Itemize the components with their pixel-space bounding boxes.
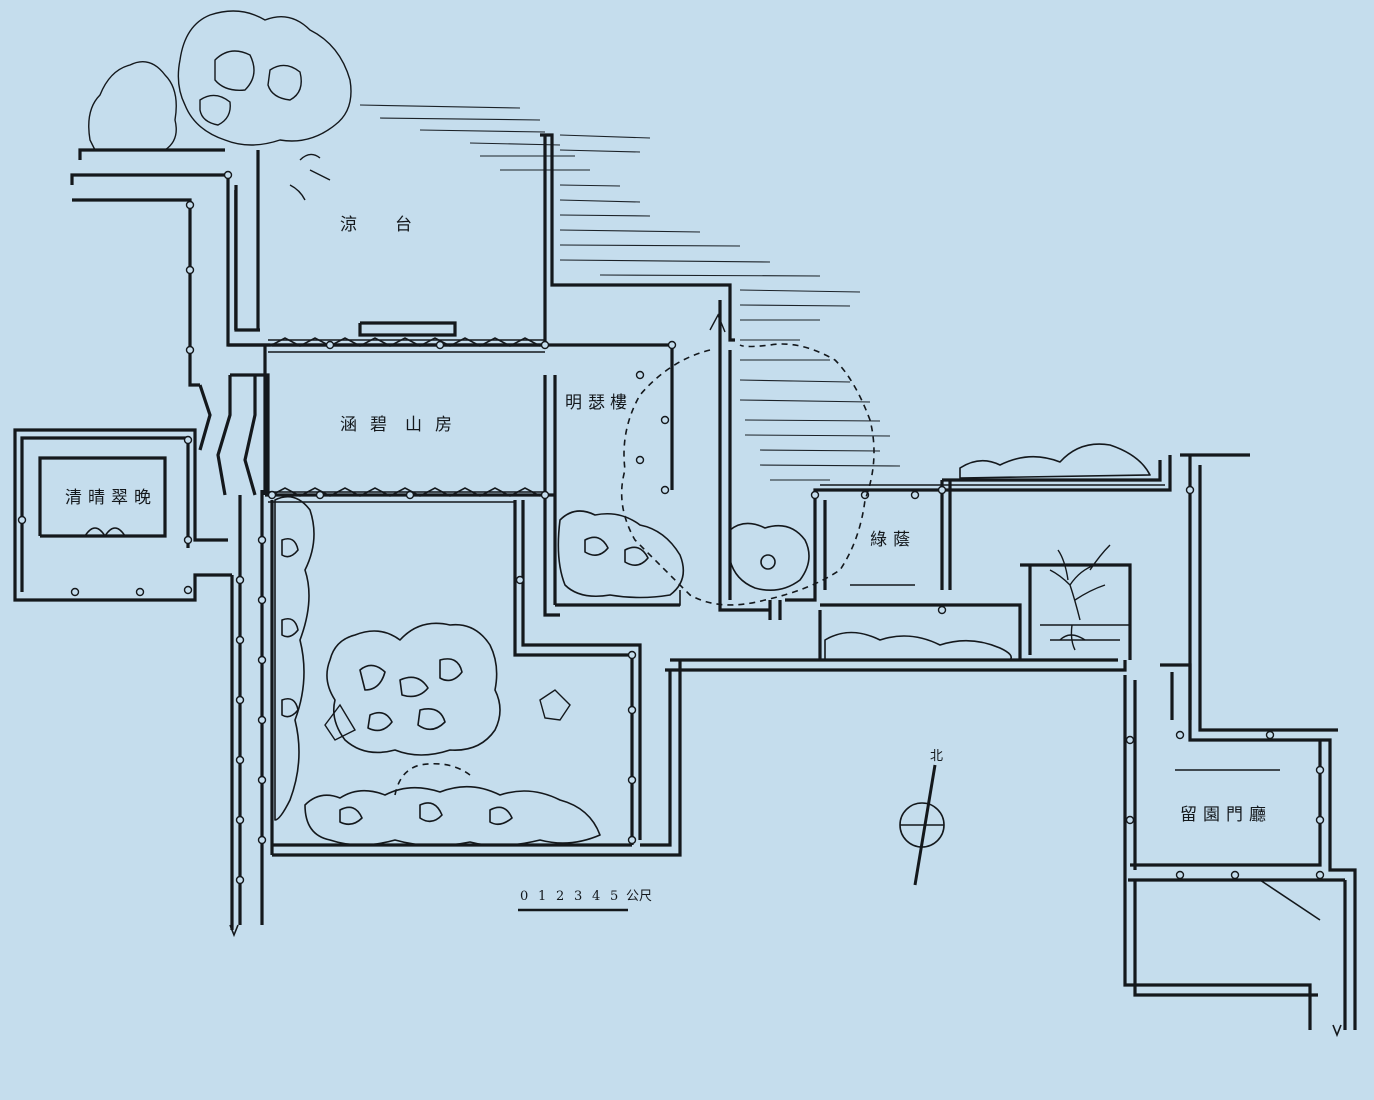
rockery-east bbox=[824, 443, 1151, 661]
wanxi-char-4: 清 bbox=[65, 488, 82, 508]
thin-lines bbox=[84, 190, 1321, 921]
lvyin-char-2: 蔭 bbox=[893, 530, 910, 550]
dashed-path-south bbox=[394, 762, 471, 796]
label-mingse-lou: 明 瑟 樓 bbox=[565, 393, 627, 413]
menting-char-1: 留 bbox=[1180, 805, 1197, 825]
shrub-points bbox=[324, 313, 726, 741]
mingse-char-3: 樓 bbox=[610, 393, 627, 413]
rockery-west bbox=[274, 495, 315, 821]
wanxi-char-1: 晚 bbox=[134, 488, 151, 508]
rockery-lvyin bbox=[729, 522, 810, 591]
walls bbox=[13, 133, 1357, 1030]
scale-tick-3: 3 bbox=[574, 889, 582, 904]
wanxi-char-3: 晴 bbox=[88, 488, 105, 508]
entrance-marks bbox=[229, 924, 1342, 1038]
scale-tick-4: 4 bbox=[592, 889, 600, 904]
rockery-main bbox=[326, 622, 501, 756]
tree-courtyard bbox=[1049, 544, 1111, 651]
liangtai-char-2: 台 bbox=[395, 215, 412, 235]
scale-tick-0: 0 bbox=[520, 889, 528, 904]
liangtai-char-1: 涼 bbox=[340, 215, 357, 235]
menting-char-2: 園 bbox=[1203, 805, 1220, 825]
hanbi-char-3: 山 bbox=[405, 415, 422, 435]
hanbi-char-4: 房 bbox=[435, 415, 452, 435]
tree-northwest bbox=[88, 10, 352, 201]
label-liangtai: 涼 台 bbox=[340, 215, 412, 235]
label-wanxi: 清 晴 翠 晚 bbox=[65, 488, 151, 508]
scale-bar: 0 1 2 3 4 5 公尺 bbox=[518, 889, 652, 912]
north-arrow: 北 bbox=[899, 749, 945, 886]
mingse-char-2: 瑟 bbox=[588, 393, 605, 413]
zigzag-railings bbox=[269, 337, 541, 497]
scale-tick-1: 1 bbox=[538, 889, 546, 904]
hanbi-char-1: 涵 bbox=[340, 415, 357, 435]
scale-unit: 公尺 bbox=[626, 889, 652, 904]
dashed-path bbox=[620, 343, 875, 606]
label-liuyuan-menting: 留 園 門 廳 bbox=[1180, 805, 1266, 825]
lvyin-char-1: 綠 bbox=[870, 530, 887, 550]
mingse-char-1: 明 bbox=[565, 393, 582, 413]
wanxi-char-2: 翠 bbox=[111, 488, 128, 508]
north-label: 北 bbox=[930, 749, 943, 764]
hanbi-char-2: 碧 bbox=[370, 415, 387, 435]
menting-char-4: 廳 bbox=[1249, 805, 1266, 825]
scale-tick-5: 5 bbox=[610, 889, 618, 904]
label-hanbi-shanfang: 涵 碧 山 房 bbox=[340, 415, 452, 435]
rockery-south bbox=[304, 785, 601, 847]
menting-char-3: 門 bbox=[1226, 805, 1243, 825]
column-posts bbox=[17, 170, 1325, 885]
scale-tick-2: 2 bbox=[556, 889, 564, 904]
water-hatching bbox=[359, 104, 901, 481]
rockery-mingse bbox=[557, 510, 685, 599]
label-lvyin: 綠 蔭 bbox=[870, 530, 910, 550]
